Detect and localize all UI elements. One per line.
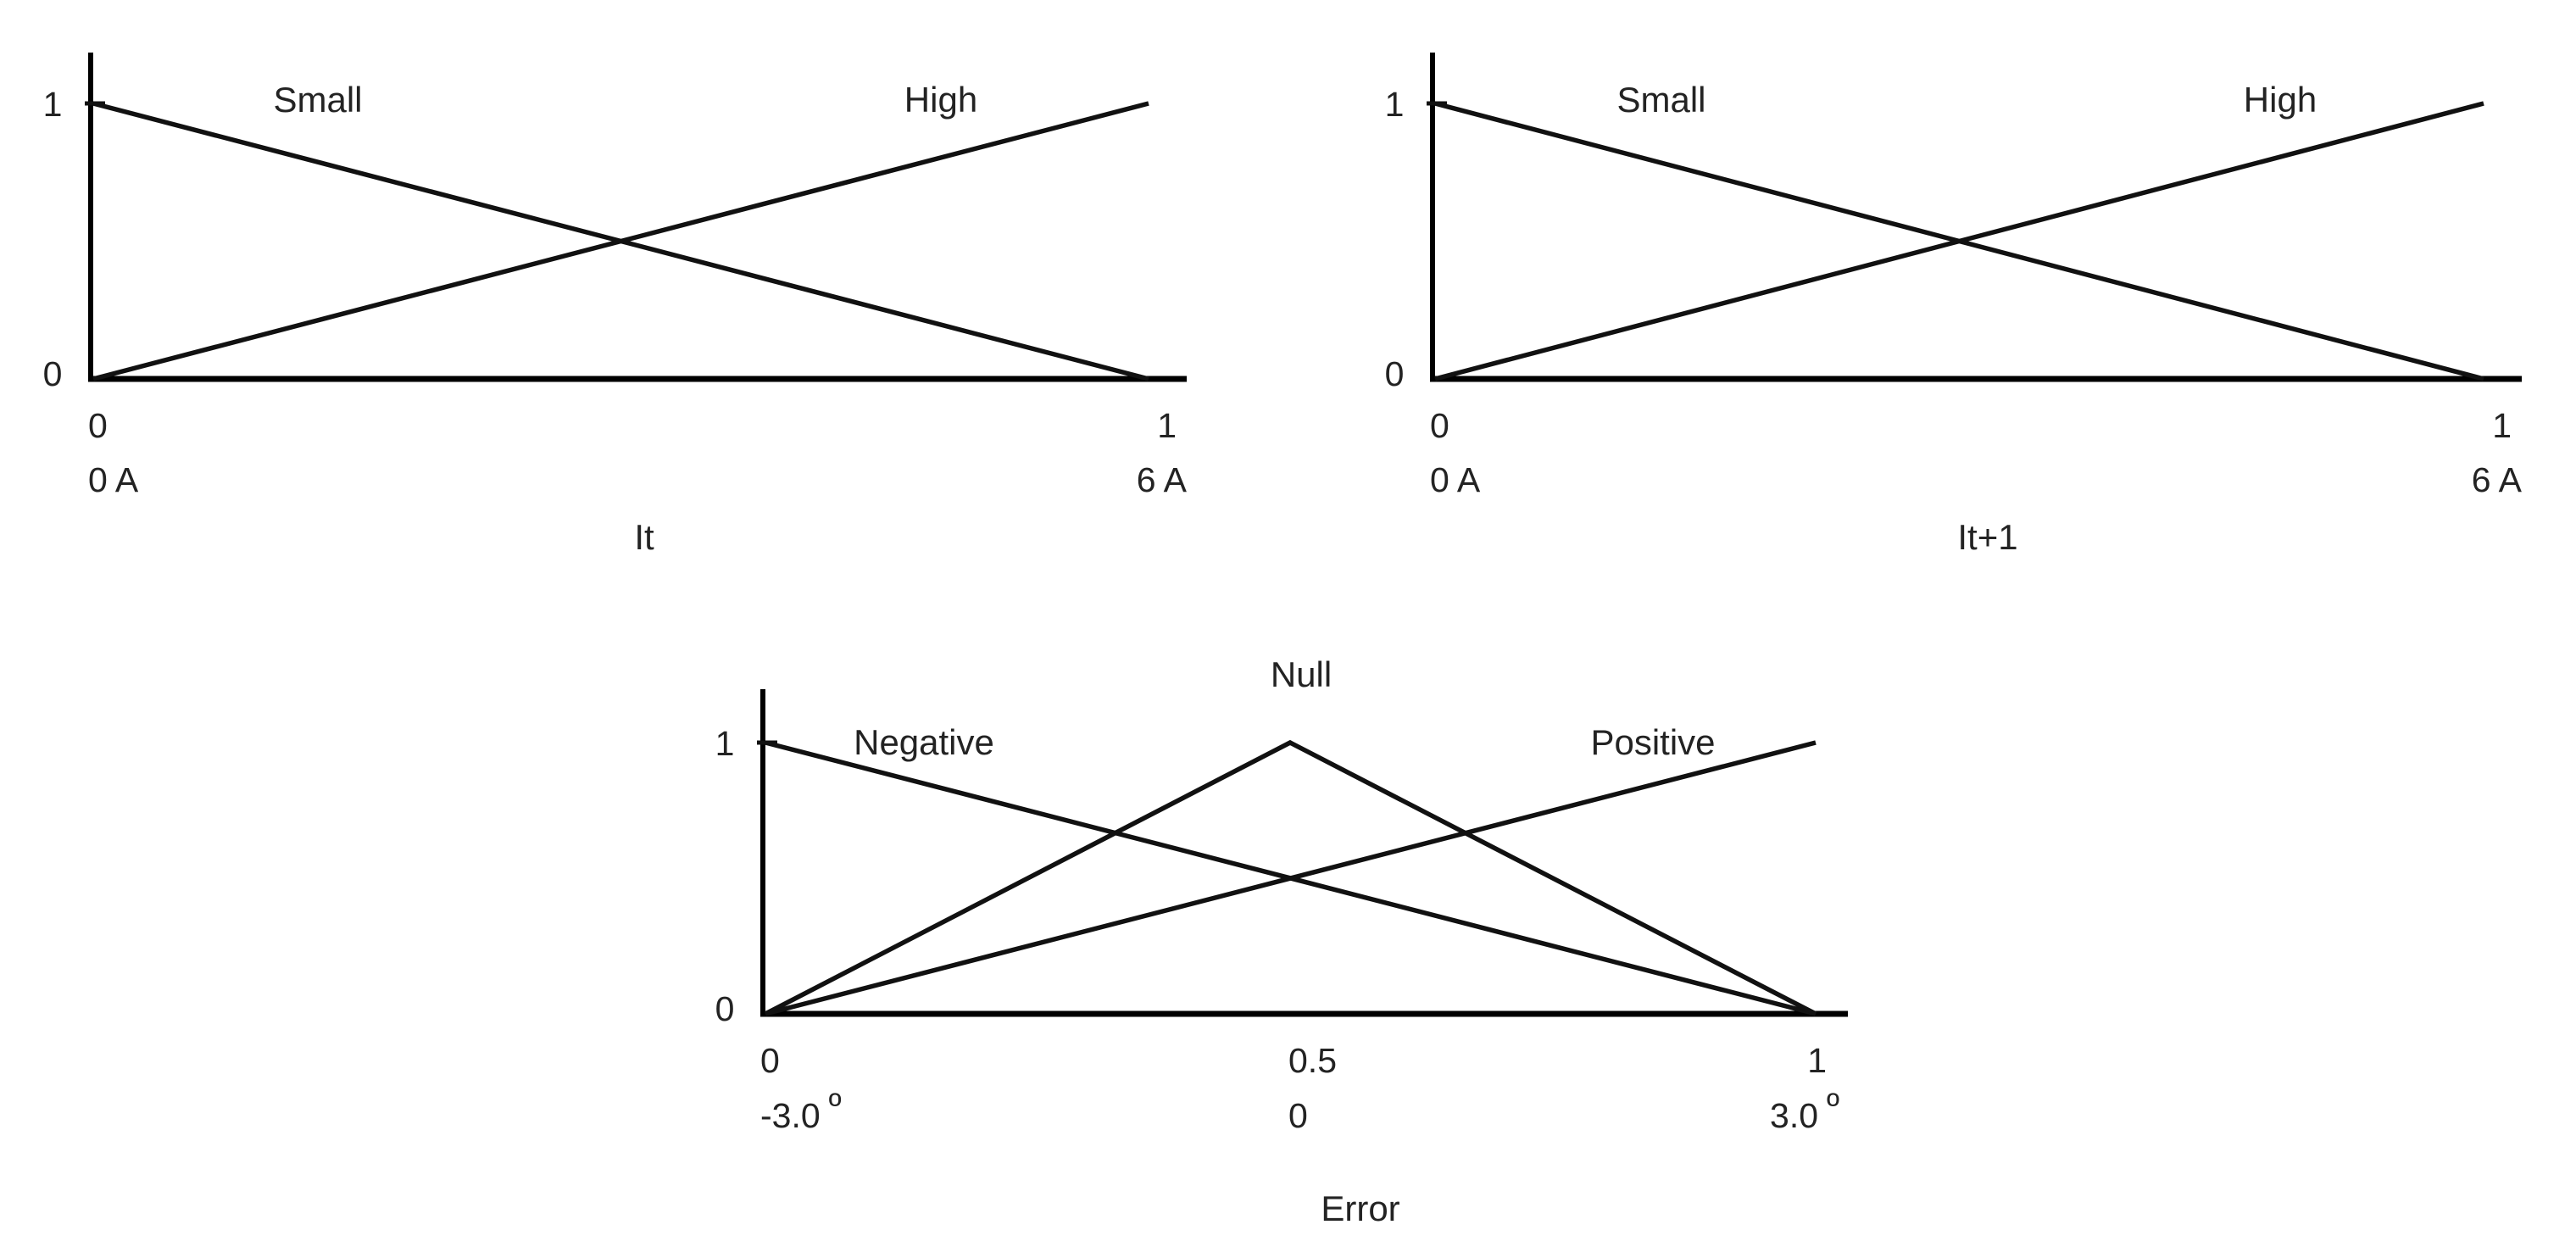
chart-error-x-unit-1-value: 3.0 — [1770, 1096, 1818, 1135]
chart-error-set-label-negative: Negative — [854, 722, 994, 762]
chart-error-x-unit-0p5: 0 — [1288, 1096, 1308, 1135]
chart-it-plus-1-x-unit-0: 0 A — [1430, 460, 1481, 499]
chart-it-plus-1-x-label-0: 0 — [1430, 406, 1449, 445]
chart-error-y-label-1: 1 — [715, 724, 735, 763]
chart-it-plus-1: 1 0 0 1 0 A 6 A Small High It+1 — [1385, 53, 2523, 557]
chart-it-set-label-high: High — [904, 80, 977, 120]
chart-it-axis-title: It — [634, 517, 654, 557]
chart-it-y-label-0: 0 — [43, 354, 63, 393]
chart-it-plus-1-axis-title: It+1 — [1957, 517, 2017, 557]
chart-error-x-label-1: 1 — [1807, 1041, 1827, 1080]
chart-error-axis-title: Error — [1321, 1188, 1399, 1228]
chart-error-set-label-positive: Positive — [1590, 722, 1715, 762]
chart-it-plus-1-x-label-1: 1 — [2492, 406, 2512, 445]
chart-it-plus-1-mf-high — [1434, 101, 2484, 381]
chart-error-x-unit-0-value: -3.0 — [760, 1096, 821, 1135]
chart-it-x-unit-0: 0 A — [88, 460, 139, 499]
chart-error-y-label-0: 0 — [715, 989, 735, 1028]
chart-it-x-unit-1: 6 A — [1137, 460, 1188, 499]
chart-error-x-label-0: 0 — [760, 1041, 780, 1080]
chart-it-mf-high — [92, 101, 1149, 381]
chart-it-y-label-1: 1 — [43, 85, 63, 124]
chart-it-plus-1-y-label-1: 1 — [1385, 85, 1405, 124]
chart-error-mf-positive — [765, 740, 1817, 1016]
chart-it-set-label-small: Small — [273, 80, 362, 120]
degree-icon-2: º — [1827, 1086, 1839, 1125]
chart-it-x-label-1: 1 — [1157, 406, 1177, 445]
chart-it: 1 0 0 1 0 A 6 A Small High It — [43, 53, 1188, 557]
chart-error-mf-null — [764, 739, 1817, 1016]
chart-it-plus-1-y-label-0: 0 — [1385, 354, 1405, 393]
chart-it-x-label-0: 0 — [88, 406, 108, 445]
degree-icon: º — [829, 1086, 842, 1125]
chart-it-plus-1-set-label-high: High — [2244, 80, 2317, 120]
chart-error-set-label-null: Null — [1271, 654, 1332, 694]
chart-it-plus-1-x-unit-1: 6 A — [2472, 460, 2523, 499]
chart-it-plus-1-set-label-small: Small — [1616, 80, 1705, 120]
chart-error-x-label-0p5: 0.5 — [1288, 1041, 1337, 1080]
